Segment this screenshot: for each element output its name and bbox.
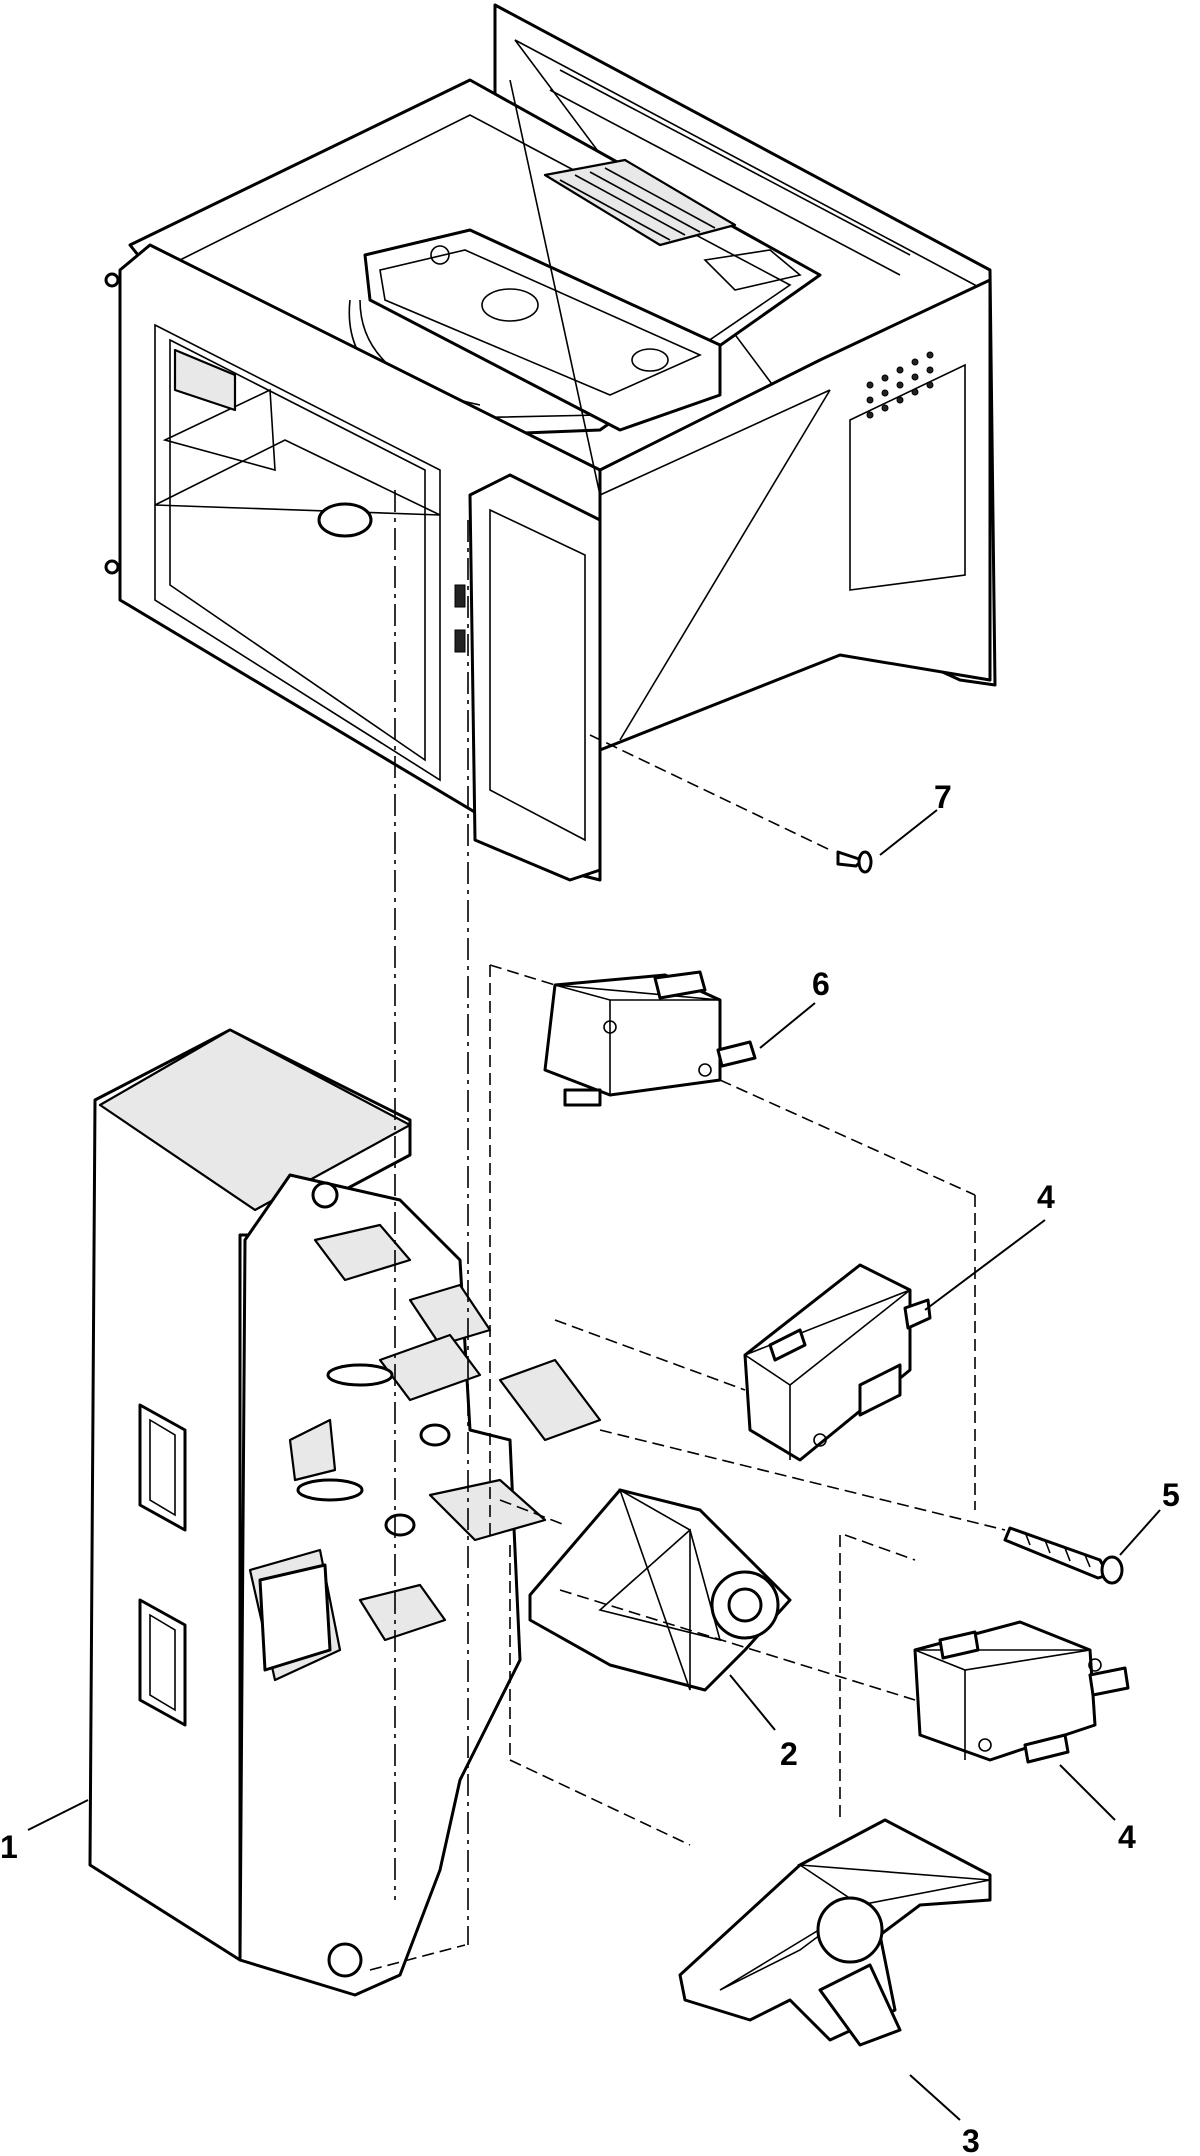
callout-7: 7: [934, 779, 952, 815]
assembly-lines: [369, 490, 1006, 1971]
callout-4a: 4: [1037, 1179, 1055, 1215]
screw-7: [836, 850, 873, 874]
callout-1: 1: [0, 1829, 18, 1865]
latch-lever-3: [678, 1818, 992, 2047]
callouts: 1 2 3 4 4 5 6 7: [0, 779, 1180, 2156]
latch-lever-2: [528, 1488, 792, 1692]
vent-grille-pattern: [559, 167, 716, 241]
callout-4b: 4: [1118, 1819, 1136, 1855]
switch-4-upper: [743, 1263, 932, 1462]
latch-housing-1: [88, 1028, 602, 1997]
callout-6: 6: [812, 966, 830, 1002]
switch-4-lower: [913, 1620, 1130, 1764]
callout-3: 3: [962, 2123, 980, 2156]
screw-5: [1003, 1526, 1124, 1585]
callout-2: 2: [780, 1736, 798, 1772]
oven-cabinet: [104, 3, 997, 882]
callout-5: 5: [1162, 1477, 1180, 1513]
side-vent-holes: [866, 351, 934, 419]
leader-lines: [27, 809, 1161, 2121]
switch-6: [543, 970, 757, 1107]
